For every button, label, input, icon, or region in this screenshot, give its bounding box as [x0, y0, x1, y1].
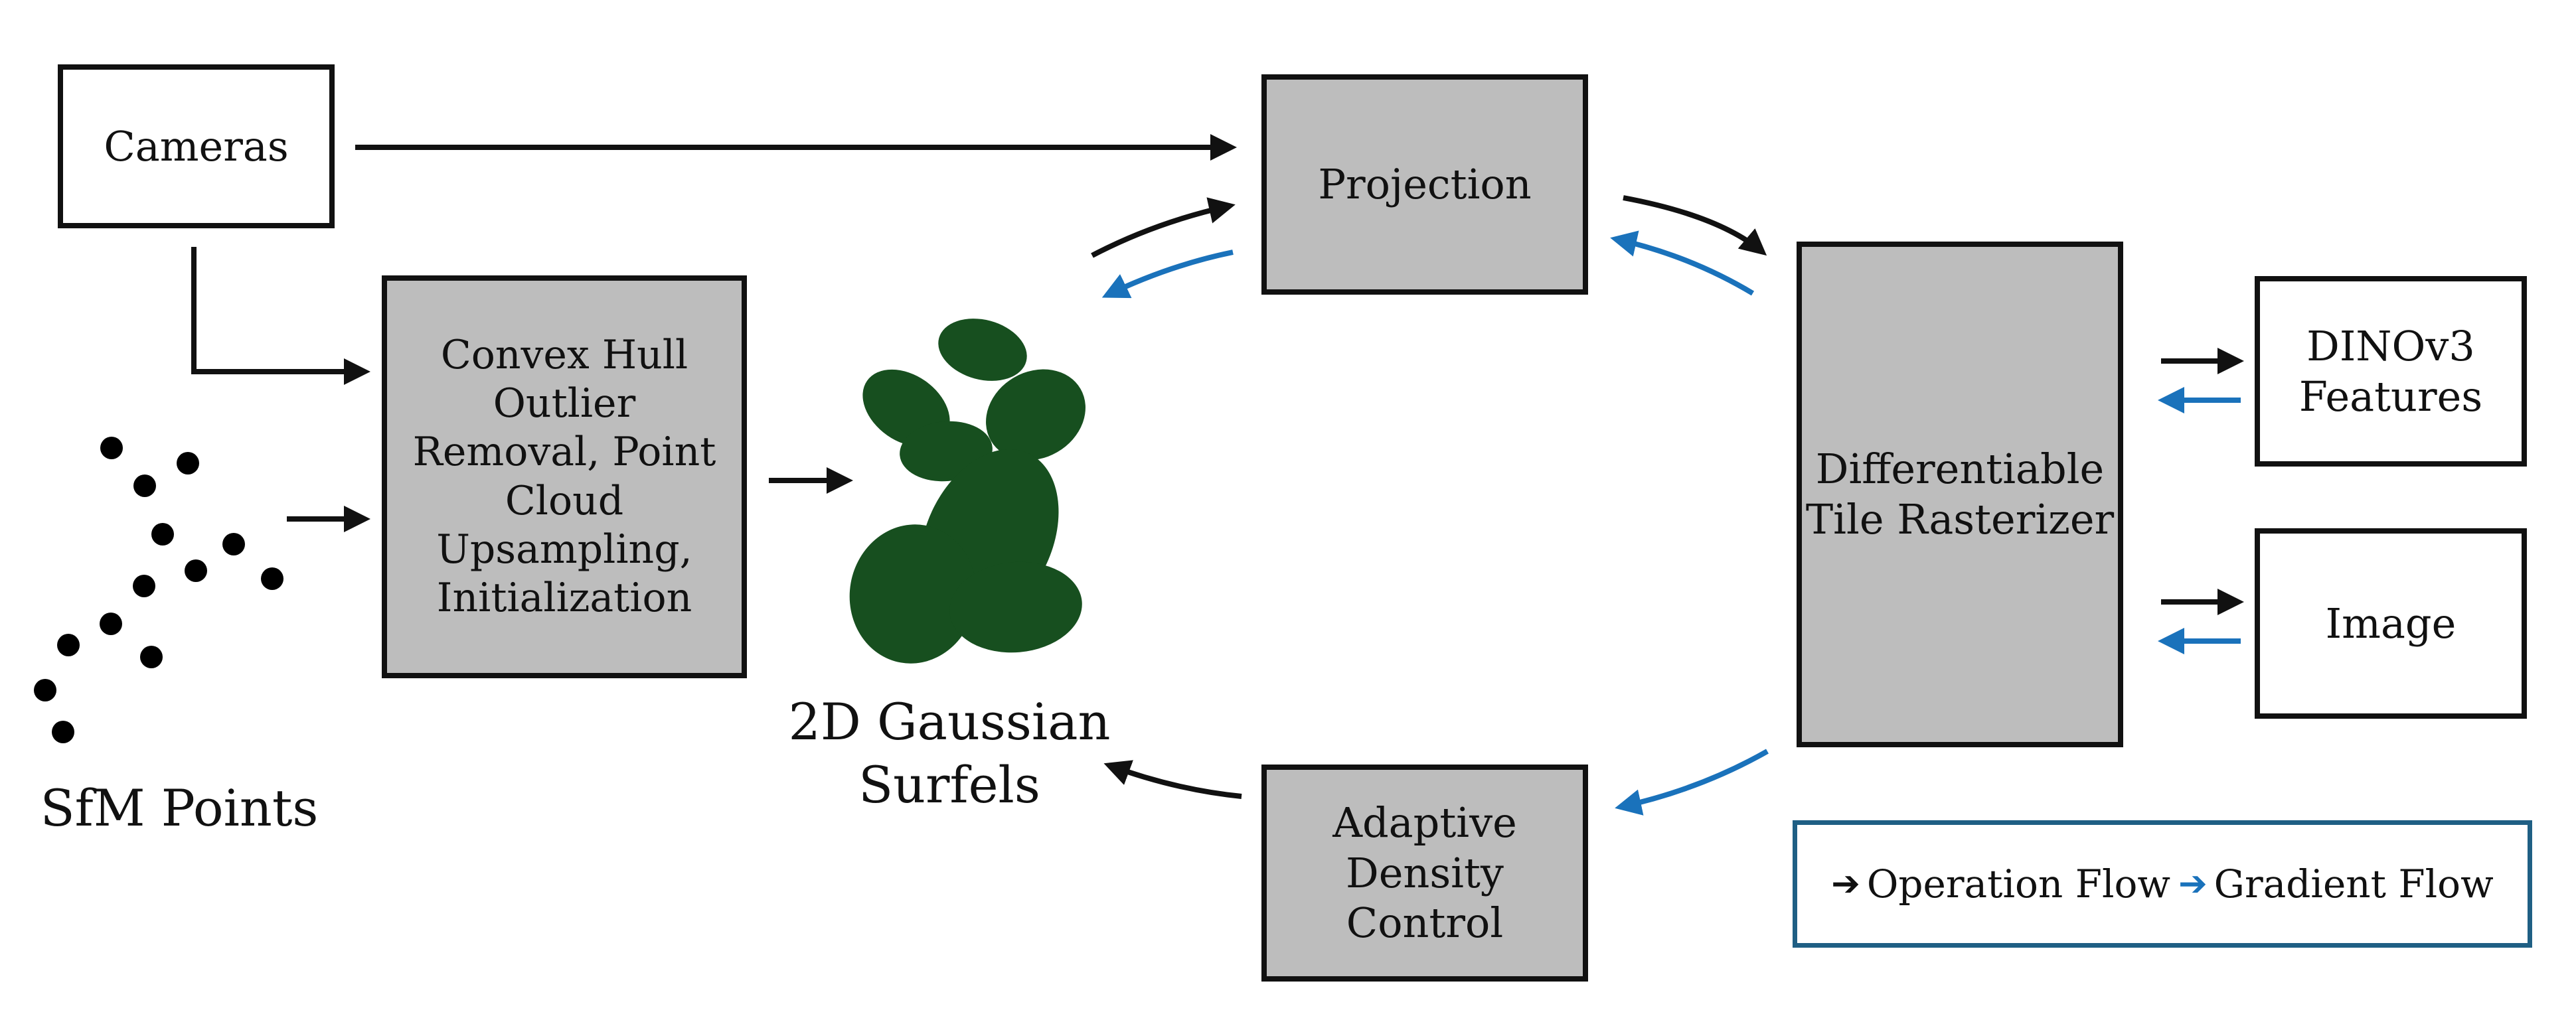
surfel	[986, 369, 1086, 461]
legend-operation: ➔ Operation Flow	[1831, 861, 2170, 907]
dino-features-box: DINOv3 Features	[2255, 276, 2527, 467]
arrow-projection-to-rasterizer	[1623, 195, 1767, 256]
rasterizer-box: Differentiable Tile Rasterizer	[1797, 242, 2123, 747]
sfm-point	[140, 646, 163, 668]
sfm-point	[57, 634, 80, 656]
sfm-point	[151, 523, 174, 546]
surfel	[849, 524, 977, 664]
gradient-arrow-icon: ➔	[2178, 864, 2208, 904]
surfels-label: 2D Gaussian Surfels	[788, 692, 1111, 814]
image-box: Image	[2255, 528, 2527, 719]
projection-box: Projection	[1261, 74, 1588, 295]
cameras-box: Cameras	[58, 64, 335, 228]
sfm-point	[34, 679, 56, 701]
sfm-point	[52, 721, 74, 743]
arrow-cameras-to-convex-hull	[191, 247, 370, 385]
adaptive-density-label: Adaptive Density Control	[1332, 798, 1517, 948]
gradient-rasterizer-to-adaptive	[1615, 749, 1769, 816]
legend-gradient-label: Gradient Flow	[2214, 861, 2494, 907]
convex-hull-label: Convex Hull Outlier Removal, Point Cloud…	[412, 331, 716, 621]
legend: ➔ Operation Flow ➔ Gradient Flow	[1793, 820, 2532, 948]
arrow-adaptive-to-surfels	[1103, 760, 1242, 799]
gaussian-surfels-icon	[849, 319, 1086, 664]
sfm-points-label: SfM Points	[40, 778, 319, 838]
surfel	[938, 319, 1027, 381]
point-cloud-icon	[34, 437, 283, 743]
sfm-point	[261, 567, 283, 590]
adaptive-density-box: Adaptive Density Control	[1261, 765, 1588, 982]
projection-label: Projection	[1318, 160, 1532, 209]
sfm-point	[185, 559, 207, 582]
sfm-point	[222, 533, 245, 555]
arrow-surfels-to-projection	[1091, 197, 1236, 258]
sfm-point	[100, 613, 122, 635]
cameras-label: Cameras	[104, 121, 289, 171]
sfm-point	[177, 452, 199, 475]
dino-features-label: DINOv3 Features	[2298, 321, 2483, 421]
surfel	[949, 561, 1082, 653]
image-label: Image	[2325, 599, 2456, 648]
convex-hull-box: Convex Hull Outlier Removal, Point Cloud…	[382, 275, 747, 678]
rasterizer-label: Differentiable Tile Rasterizer	[1805, 445, 2115, 544]
gradient-projection-to-surfels	[1101, 250, 1234, 299]
legend-gradient: ➔ Gradient Flow	[2178, 861, 2494, 907]
gradient-rasterizer-to-projection	[1610, 230, 1755, 296]
operation-arrow-icon: ➔	[1831, 864, 1860, 904]
sfm-point	[133, 475, 156, 497]
sfm-point	[100, 437, 123, 459]
sfm-point	[133, 575, 155, 597]
legend-operation-label: Operation Flow	[1866, 861, 2171, 907]
